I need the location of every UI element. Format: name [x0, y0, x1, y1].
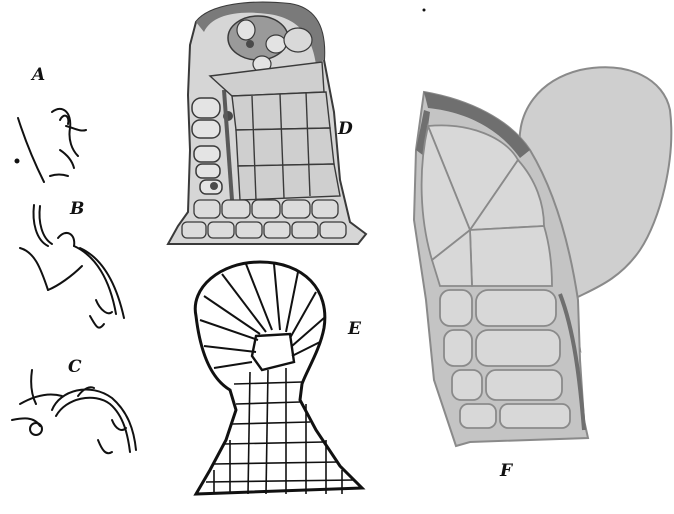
figure-e — [195, 262, 362, 494]
label-c: C — [68, 357, 82, 377]
label-a: A — [30, 65, 45, 85]
sketch-c — [12, 370, 136, 453]
label-f: F — [499, 461, 514, 481]
sketch-a — [16, 109, 87, 182]
label-d: D — [337, 119, 353, 139]
stray-dot — [423, 9, 426, 12]
label-b: B — [69, 199, 84, 219]
figure-d — [168, 3, 366, 244]
sketch-b — [20, 205, 124, 328]
figure-f — [414, 67, 671, 446]
label-e: E — [347, 319, 362, 339]
